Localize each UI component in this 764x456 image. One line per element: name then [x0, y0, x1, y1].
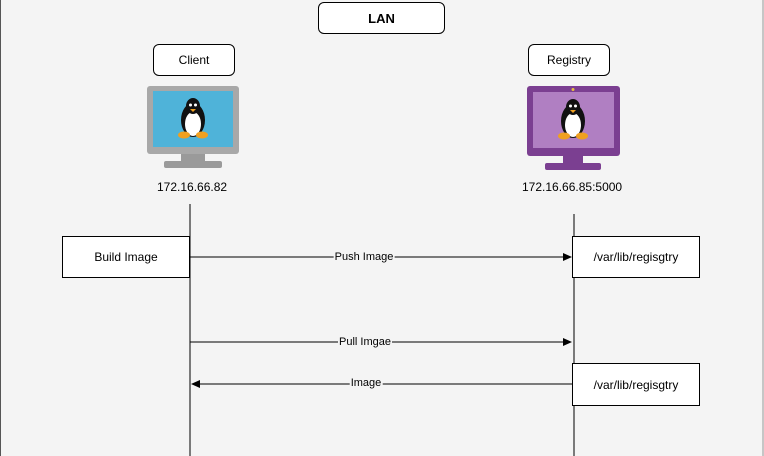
push-image-label: Push Image	[333, 251, 395, 263]
registry-storage-box-1: /var/lib/regisgtry	[572, 236, 700, 278]
registry-ip: 172.16.66.85:5000	[522, 180, 623, 194]
registry-storage-label-1: /var/lib/regisgtry	[593, 250, 679, 264]
client-ip: 172.16.66.82	[157, 180, 228, 194]
registry-label-box: Registry	[528, 44, 610, 76]
registry-linux-monitor-icon	[527, 86, 620, 170]
client-label-box: Client	[153, 44, 235, 76]
client-label: Client	[178, 53, 210, 67]
image-return-label: Image	[349, 377, 383, 389]
build-image-box: Build Image	[62, 236, 190, 278]
registry-storage-box-2: /var/lib/regisgtry	[572, 363, 700, 406]
lan-title-box: LAN	[318, 2, 445, 34]
registry-storage-label-2: /var/lib/regisgtry	[593, 377, 679, 392]
client-linux-monitor-icon	[147, 86, 239, 168]
build-image-label: Build Image	[94, 250, 158, 264]
pull-image-label: Pull Imgae	[338, 336, 392, 348]
lan-title: LAN	[368, 10, 395, 26]
registry-label: Registry	[546, 53, 591, 67]
